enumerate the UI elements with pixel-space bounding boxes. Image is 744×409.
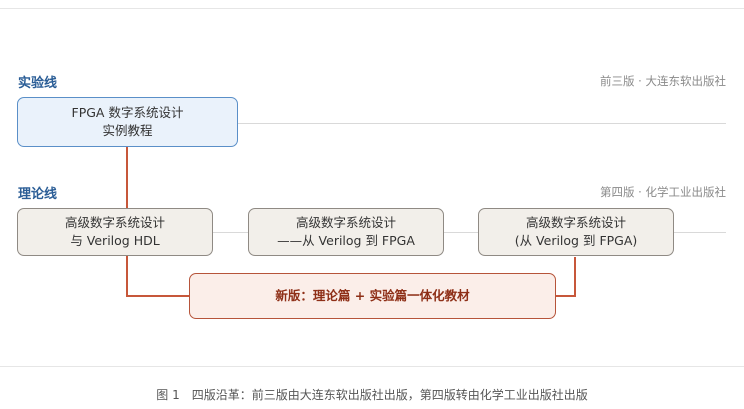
node-new-edition-label: 新版：理论篇 + 实验篇一体化教材 bbox=[275, 288, 470, 303]
lane-publisher-theory: 第四版 · 化学工业出版社 bbox=[600, 185, 726, 199]
node-advanced-design-verilog-hdl: 高级数字系统设计 与 Verilog HDL bbox=[17, 208, 213, 256]
lane-line-theory bbox=[674, 232, 726, 233]
connector-to-new-edition-right bbox=[555, 295, 576, 297]
node-line-2: 实例教程 bbox=[102, 123, 153, 138]
lane-label-experiment: 实验线 bbox=[18, 76, 58, 91]
node-line-1: 高级数字系统设计 bbox=[64, 215, 165, 230]
top-divider bbox=[0, 8, 744, 9]
figure-caption: 图 1 四版沿革：前三版由大连东软出版社出版，第四版转由化学工业出版社出版 bbox=[156, 388, 588, 402]
node-fpga-instance-tutorial: FPGA 数字系统设计 实例教程 bbox=[17, 97, 238, 147]
node-line-1: 高级数字系统设计 bbox=[295, 215, 396, 230]
node-line-2: ——从 Verilog 到 FPGA bbox=[277, 233, 415, 248]
theory-link-1-2 bbox=[213, 232, 248, 233]
node-new-edition: 新版：理论篇 + 实验篇一体化教材 bbox=[189, 273, 556, 319]
node-line-1: 高级数字系统设计 bbox=[525, 215, 626, 230]
connector-to-new-edition-left bbox=[126, 295, 190, 297]
bottom-divider bbox=[0, 366, 744, 367]
node-advanced-design-fourth-edition: 高级数字系统设计 (从 Verilog 到 FPGA) bbox=[478, 208, 674, 256]
lane-line-experiment bbox=[238, 123, 726, 124]
node-advanced-design-verilog-to-fpga: 高级数字系统设计 ——从 Verilog 到 FPGA bbox=[248, 208, 444, 256]
node-line-2: 与 Verilog HDL bbox=[70, 233, 160, 248]
lane-label-theory: 理论线 bbox=[18, 187, 58, 202]
node-line-1: FPGA 数字系统设计 bbox=[71, 105, 184, 120]
lane-publisher-experiment: 前三版 · 大连东软出版社 bbox=[600, 74, 726, 88]
node-line-2: (从 Verilog 到 FPGA) bbox=[514, 233, 638, 248]
theory-link-2-3 bbox=[444, 232, 479, 233]
connector-from-fourth-edition bbox=[574, 257, 576, 297]
